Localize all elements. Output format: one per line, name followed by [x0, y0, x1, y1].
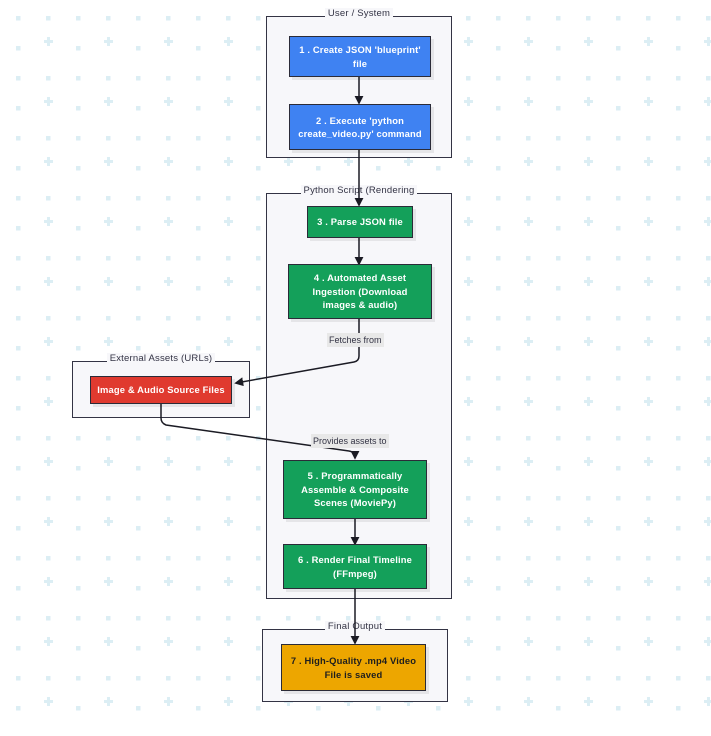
node-render-final-timeline[interactable]: 6 . Render Final Timeline (FFmpeg)	[283, 544, 427, 589]
cluster-python-script-title: Python Script (Rendering	[267, 185, 451, 196]
cluster-python-script: Python Script (Rendering	[266, 185, 452, 599]
edge-label-fetches-from: Fetches from	[327, 333, 384, 347]
node-image-audio-source-files[interactable]: Image & Audio Source Files	[90, 376, 232, 404]
cluster-final-output-title: Final Output	[263, 621, 447, 632]
edge-label-provides-assets-to: Provides assets to	[311, 434, 389, 448]
node-execute-python-command[interactable]: 2 . Execute 'python create_video.py' com…	[289, 104, 431, 150]
node-create-json-blueprint[interactable]: 1 . Create JSON 'blueprint' file	[289, 36, 431, 77]
cluster-user-system-title: User / System	[267, 8, 451, 19]
node-parse-json-file[interactable]: 3 . Parse JSON file	[307, 206, 413, 238]
node-assemble-composite-scenes[interactable]: 5 . Programmatically Assemble & Composit…	[283, 460, 427, 519]
node-automated-asset-ingestion[interactable]: 4 . Automated Asset Ingestion (Download …	[288, 264, 432, 319]
node-high-quality-mp4-video[interactable]: 7 . High-Quality .mp4 Video File is save…	[281, 644, 426, 691]
cluster-external-assets-title: External Assets (URLs)	[73, 353, 249, 364]
